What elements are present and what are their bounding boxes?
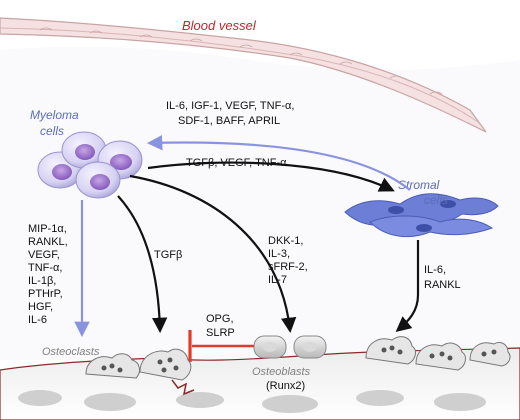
myeloma-to-osteoblast-factors: DKK-1, IL-3, sFRF-2, IL-7 [268, 235, 308, 286]
factor-vegf: VEGF, [28, 249, 60, 261]
factor-il1b: IL-1β, [28, 275, 56, 287]
stromal-factor-rankl: RANKL [424, 279, 461, 291]
myeloma-to-osteoclast-factors: MIP-1α, RANKL, VEGF, TNF-α, IL-1β, PTHrP… [28, 223, 68, 326]
blood-vessel: Blood vessel [0, 17, 487, 133]
factor-hgf: HGF, [28, 301, 53, 313]
myeloma-cells-label-line2: cells [40, 124, 64, 138]
factor-il3: IL-3, [268, 248, 290, 260]
myeloma-cells-cluster [37, 131, 143, 199]
stromal-to-myeloma-arrow [146, 134, 411, 191]
stromal-to-myeloma-factors-line2: SDF-1, BAFF, APRIL [178, 115, 280, 127]
factor-il6: IL-6 [28, 314, 47, 326]
blood-vessel-label: Blood vessel [182, 18, 257, 33]
myeloma-to-stromal-arrow [147, 161, 395, 192]
myeloma-to-osteoblast-arrow [129, 174, 297, 334]
marrow-space [0, 46, 520, 361]
factor-tnfa: TNF-α, [28, 262, 62, 274]
stromal-cells-cluster [344, 193, 499, 238]
myeloma-to-bone-tgfb-arrow [117, 195, 168, 334]
myeloma-cell [61, 131, 107, 169]
inhibitor-slrp: SLRP [206, 327, 235, 339]
osteoblasts [253, 335, 327, 359]
osteoclasts-left [85, 348, 195, 396]
factor-rankl: RANKL, [28, 236, 68, 248]
osteoclasts-right [365, 336, 511, 371]
osteoblasts-label: Osteoblasts [252, 366, 311, 378]
factor-sfrf2: sFRF-2, [268, 261, 308, 273]
factor-pthrp: PTHrP, [28, 288, 63, 300]
myeloma-cell [75, 161, 121, 199]
stromal-cells-label-line2: cells [424, 193, 448, 207]
runx2-label: (Runx2) [266, 380, 305, 392]
myeloma-to-stromal-factors: TGFβ, VEGF, TNF-α [186, 157, 287, 169]
myeloma-cells-label-line1: Myeloma [30, 108, 79, 122]
stromal-to-myeloma-factors-line1: IL-6, IGF-1, VEGF, TNF-α, [166, 100, 294, 112]
osteoclasts-label: Osteoclasts [42, 346, 100, 358]
factor-mip1a: MIP-1α, [28, 223, 67, 235]
stromal-factor-il6: IL-6, [424, 264, 446, 276]
stromal-to-osteoclast-arrow [395, 240, 420, 332]
factor-dkk1: DKK-1, [268, 235, 303, 247]
inhibitor-opg: OPG, [206, 313, 234, 325]
factor-il7: IL-7 [268, 274, 287, 286]
myeloma-to-bone-factor: TGFβ [154, 249, 182, 261]
